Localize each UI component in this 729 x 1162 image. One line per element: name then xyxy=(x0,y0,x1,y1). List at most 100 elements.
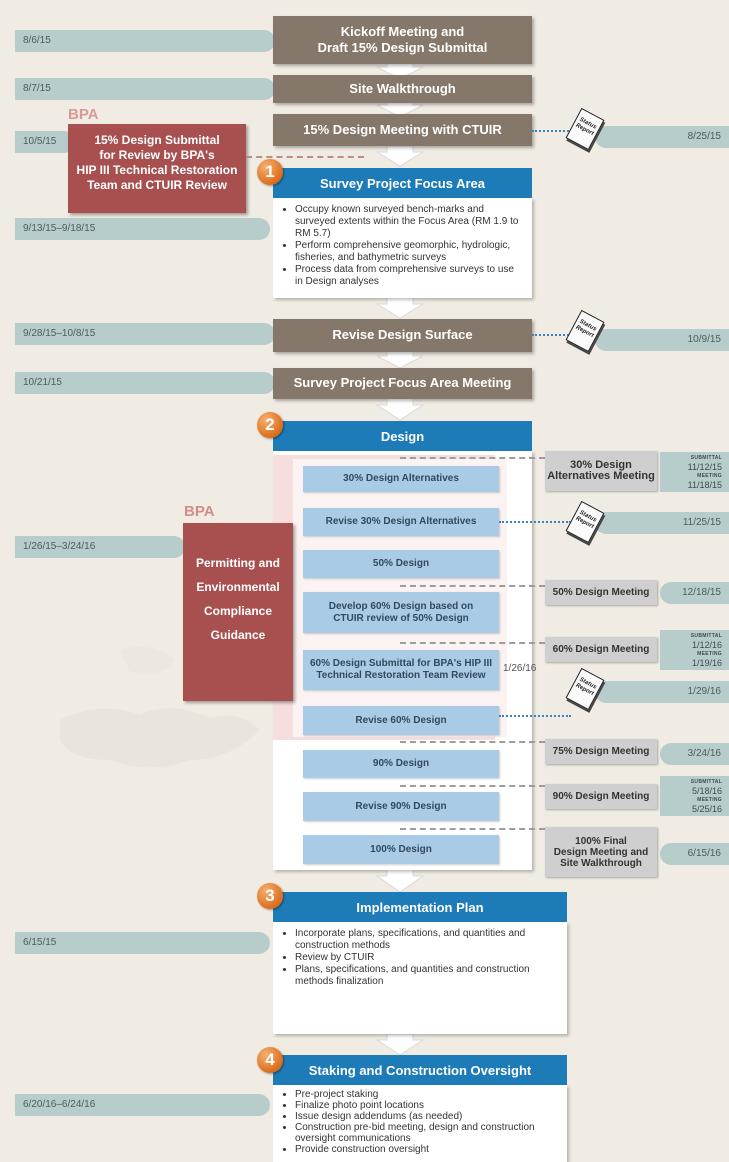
status-connector-2 xyxy=(532,334,576,336)
date-status-2: 10/9/15 xyxy=(595,329,729,351)
design-60-submittal-line: 60% Design Submittal for BPA's HIP III xyxy=(309,658,493,669)
date-status-1: 8/25/15 xyxy=(595,126,729,148)
stacked-dates-30: SUBMITTAL 11/12/15 MEETING 11/18/15 xyxy=(662,454,722,490)
meeting-date: 1/19/16 xyxy=(691,658,722,668)
design-meeting-15-step: 15% Design Meeting with CTUIR xyxy=(273,114,532,146)
meeting-date: 5/25/16 xyxy=(691,804,722,814)
revise-design-surface-step: Revise Design Surface xyxy=(273,319,532,352)
stack-bg-2 xyxy=(660,630,729,670)
design-develop-60-line: Develop 60% Design based on xyxy=(328,600,474,612)
meeting-100-line: Site Walkthrough xyxy=(560,857,642,869)
date-100-meeting: 6/15/16 xyxy=(660,843,729,865)
permitting-line: Environmental xyxy=(196,580,280,594)
date-revise-surface: 9/28/15–10/8/15 xyxy=(15,323,275,345)
submittal-tag: SUBMITTAL xyxy=(690,455,722,461)
date-kickoff: 8/6/15 xyxy=(15,30,275,52)
stacked-dates-90: SUBMITTAL 5/18/16 MEETING 5/25/16 xyxy=(662,778,722,814)
design-60-submittal: 60% Design Submittal for BPA's HIP III T… xyxy=(303,650,499,690)
phase-3-bullet: Review by CTUIR xyxy=(295,952,557,964)
phase-1-bullet: Occupy known surveyed bench-marks and su… xyxy=(295,204,522,240)
phase-2-number: 2 xyxy=(257,412,283,438)
meeting-tag: MEETING xyxy=(697,797,722,803)
dash-connector xyxy=(400,828,545,830)
meeting-100-line: Design Meeting and xyxy=(553,846,649,858)
permitting-box: Permitting and Environmental Compliance … xyxy=(183,523,293,701)
meeting-50: 50% Design Meeting xyxy=(545,580,657,605)
design-revise-90: Revise 90% Design xyxy=(303,792,499,821)
design-revise-30: Revise 30% Design Alternatives xyxy=(303,508,499,536)
design-60-submittal-line: Technical Restoration Team Review xyxy=(316,670,486,681)
permitting-line: Guidance xyxy=(210,628,266,642)
design-30-alternatives: 30% Design Alternatives xyxy=(303,466,499,492)
permitting-line: Compliance xyxy=(203,604,272,618)
dash-connector xyxy=(400,457,545,459)
bpa-box1-line: HIP III Technical Restoration xyxy=(76,163,238,177)
bpa-box1-line: 15% Design Submittal xyxy=(94,133,220,147)
date-staking: 6/20/16–6/24/16 xyxy=(15,1094,270,1116)
phase-4-body: Pre-project staking Finalize photo point… xyxy=(273,1085,567,1162)
submittal-date: 11/12/15 xyxy=(687,462,722,472)
kickoff-line-2: Draft 15% Design Submittal xyxy=(317,40,488,55)
meeting-tag: MEETING xyxy=(697,651,722,657)
bpa-connector xyxy=(246,156,364,158)
date-walkthrough: 8/7/15 xyxy=(15,78,275,100)
meeting-90: 90% Design Meeting xyxy=(545,784,657,809)
stack-bg-3 xyxy=(660,776,729,816)
date-survey-meeting: 10/21/15 xyxy=(15,372,275,394)
date-75-meeting: 3/24/16 xyxy=(660,743,729,765)
meeting-30-line: Alternatives Meeting xyxy=(547,470,655,482)
stack-bg-1 xyxy=(660,452,729,492)
submittal-tag: SUBMITTAL xyxy=(690,779,722,785)
date-bpa-review: 10/5/15 xyxy=(15,131,75,153)
phase-4-bullet: Provide construction oversight xyxy=(295,1144,557,1155)
date-50-meeting: 12/18/15 xyxy=(660,582,729,604)
bpa-review-box: 15% Design Submittal for Review by BPA's… xyxy=(68,124,246,213)
kickoff-line-1: Kickoff Meeting and xyxy=(340,23,465,39)
bpa-label-1: BPA xyxy=(68,106,99,123)
design-50: 50% Design xyxy=(303,550,499,578)
status-connector-3 xyxy=(499,521,571,523)
phase-1-body: Occupy known surveyed bench-marks and su… xyxy=(273,198,532,298)
phase-1-bullet: Process data from comprehensive surveys … xyxy=(295,264,522,288)
phase-1-header: Survey Project Focus Area xyxy=(273,168,532,198)
design-100: 100% Design xyxy=(303,835,499,864)
submittal-date: 1/12/16 xyxy=(691,640,722,650)
phase-3-body: Incorporate plans, specifications, and q… xyxy=(273,922,567,1034)
meeting-100-line: 100% Final xyxy=(575,835,627,847)
date-status-4: 1/29/16 xyxy=(595,681,729,703)
design-90: 90% Design xyxy=(303,750,499,778)
phase-4-header: Staking and Construction Oversight xyxy=(273,1055,567,1085)
submittal-tag: SUBMITTAL xyxy=(690,633,722,639)
phase-3-number: 3 xyxy=(257,883,283,909)
date-implementation: 6/15/15 xyxy=(15,932,270,954)
phase-4-bullet: Finalize photo point locations xyxy=(295,1100,557,1111)
meeting-date: 11/18/15 xyxy=(687,480,722,490)
design-revise-60: Revise 60% Design xyxy=(303,706,499,735)
phase-1-number: 1 xyxy=(257,159,283,185)
date-permitting: 1/26/15–3/24/16 xyxy=(15,536,185,558)
phase-2-header: Design xyxy=(273,421,532,451)
phase-4-number: 4 xyxy=(257,1047,283,1073)
phase-4-bullet: Issue design addendums (as needed) xyxy=(295,1111,557,1122)
permitting-line: Permitting and xyxy=(195,556,280,570)
phase-3-bullet: Plans, specifications, and quantities an… xyxy=(295,964,557,988)
stacked-dates-60: SUBMITTAL 1/12/16 MEETING 1/19/16 xyxy=(662,632,722,668)
dash-connector xyxy=(400,642,545,644)
design-develop-60: Develop 60% Design based on CTUIR review… xyxy=(303,592,499,633)
dash-connector xyxy=(400,785,545,787)
design-develop-60-line: CTUIR review of 50% Design xyxy=(333,612,469,624)
phase-1-bullet: Perform comprehensive geomorphic, hydrol… xyxy=(295,240,522,264)
meeting-60: 60% Design Meeting xyxy=(545,637,657,662)
bpa-box1-line: for Review by BPA's xyxy=(99,148,215,162)
submittal-date: 5/18/16 xyxy=(691,786,722,796)
dash-connector xyxy=(400,585,545,587)
meeting-tag: MEETING xyxy=(697,473,722,479)
phase-3-bullet: Incorporate plans, specifications, and q… xyxy=(295,928,557,952)
kickoff-meeting-step: Kickoff Meeting and Draft 15% Design Sub… xyxy=(273,16,532,64)
design-60-submittal-date: 1/26/16 xyxy=(503,663,537,674)
meeting-75: 75% Design Meeting xyxy=(545,739,657,764)
date-status-3: 11/25/15 xyxy=(595,512,729,534)
bpa-label-2: BPA xyxy=(184,503,215,520)
status-connector-4 xyxy=(499,715,571,717)
